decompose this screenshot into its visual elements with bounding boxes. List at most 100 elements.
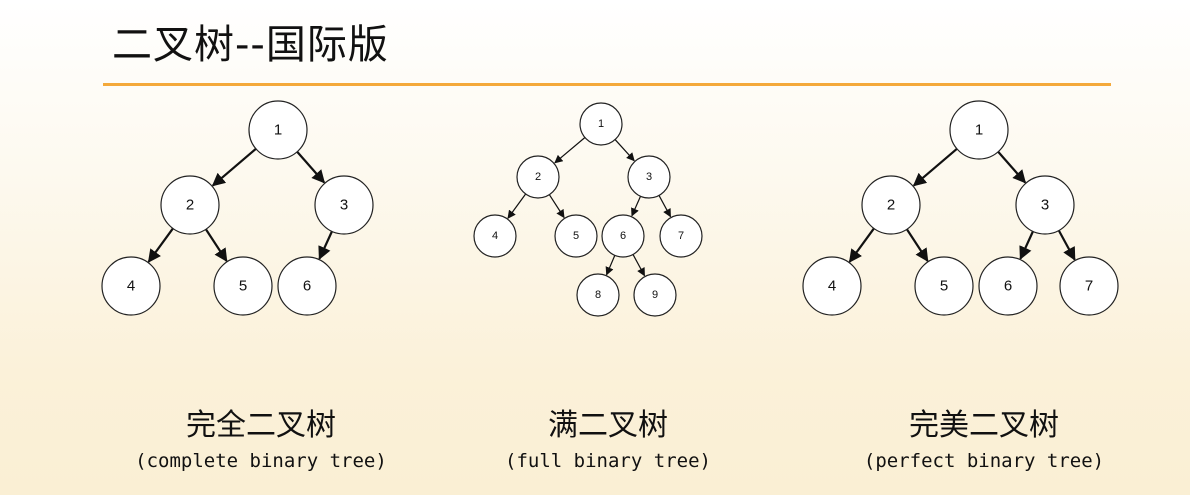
perfect-binary-tree: 1 2 3 4 5 6 7: [802, 100, 1119, 316]
caption-complete: 完全二叉树 (complete binary tree): [71, 408, 451, 472]
node-label: 8: [595, 289, 601, 301]
edge-2-5: [905, 228, 929, 263]
tree-node-3: 3: [627, 155, 671, 199]
tree-node-3: 3: [1015, 175, 1075, 235]
node-label: 7: [1085, 278, 1093, 295]
edge-1-2: [912, 147, 958, 187]
caption-perfect-en: (perfect binary tree): [863, 450, 1105, 472]
tree-node-1: 1: [248, 100, 308, 160]
node-circle: [861, 175, 921, 235]
tree-node-2: 2: [160, 175, 220, 235]
node-circle: [633, 273, 677, 317]
node-circle: [601, 214, 645, 258]
edge-6-9: [632, 254, 646, 277]
node-label: 6: [303, 278, 311, 295]
tree-node-2: 2: [516, 155, 560, 199]
node-circle: [949, 100, 1009, 160]
edge-3-7: [1057, 229, 1076, 261]
tree-node-7: 7: [1059, 256, 1119, 316]
tree-node-7: 7: [659, 214, 703, 258]
node-label: 2: [535, 171, 541, 183]
node-circle: [516, 155, 560, 199]
node-label: 4: [492, 230, 498, 242]
edge-3-6: [318, 230, 333, 260]
node-circle: [277, 256, 337, 316]
node-label: 3: [340, 197, 348, 214]
node-circle: [1015, 175, 1075, 235]
edge-1-3: [614, 139, 635, 162]
tree-node-2: 2: [861, 175, 921, 235]
node-circle: [576, 273, 620, 317]
node-circle: [914, 256, 974, 316]
tree-node-6: 6: [978, 256, 1038, 316]
node-label: 1: [598, 118, 604, 130]
node-label: 5: [239, 278, 247, 295]
complete-binary-tree: 1 2 3 4 5 6: [101, 100, 374, 316]
tree-node-5: 5: [213, 256, 273, 316]
edge-1-2: [554, 137, 586, 164]
node-circle: [213, 256, 273, 316]
node-circle: [579, 102, 623, 146]
node-label: 1: [975, 122, 983, 139]
caption-full: 满二叉树 (full binary tree): [418, 408, 798, 472]
edge-2-5: [548, 194, 565, 219]
caption-full-zh: 满二叉树: [548, 408, 668, 443]
node-circle: [659, 214, 703, 258]
node-label: 4: [127, 278, 135, 295]
node-label: 2: [186, 197, 194, 214]
edge-1-2: [211, 147, 257, 187]
node-label: 1: [274, 122, 282, 139]
title-divider: [103, 83, 1111, 86]
tree-node-4: 4: [101, 256, 161, 316]
node-circle: [978, 256, 1038, 316]
caption-complete-zh: 完全二叉树: [186, 408, 336, 443]
edge-1-3: [296, 151, 326, 184]
edge-1-3: [997, 151, 1027, 184]
node-label: 3: [646, 171, 652, 183]
node-circle: [554, 214, 598, 258]
tree-node-6: 6: [601, 214, 645, 258]
edge-2-4: [848, 227, 875, 263]
caption-perfect-zh: 完美二叉树: [909, 408, 1059, 443]
edge-2-5: [204, 228, 228, 263]
edge-2-4: [147, 227, 174, 263]
tree-node-5: 5: [914, 256, 974, 316]
node-circle: [473, 214, 517, 258]
tree-node-6: 6: [277, 256, 337, 316]
node-label: 9: [652, 289, 658, 301]
tree-node-1: 1: [579, 102, 623, 146]
node-label: 6: [620, 230, 626, 242]
node-circle: [627, 155, 671, 199]
tree-node-8: 8: [576, 273, 620, 317]
tree-node-1: 1: [949, 100, 1009, 160]
node-circle: [1059, 256, 1119, 316]
node-label: 3: [1041, 197, 1049, 214]
edge-6-8: [605, 255, 616, 276]
tree-node-5: 5: [554, 214, 598, 258]
edge-3-7: [658, 195, 672, 218]
tree-node-9: 9: [633, 273, 677, 317]
full-binary-tree: 1 2 3 4 5 6 7 8 9: [473, 102, 703, 317]
node-circle: [248, 100, 308, 160]
node-label: 6: [1004, 278, 1012, 295]
node-label: 5: [940, 278, 948, 295]
node-label: 5: [573, 230, 579, 242]
node-label: 2: [887, 197, 895, 214]
caption-perfect: 完美二叉树 (perfect binary tree): [794, 408, 1174, 472]
tree-node-3: 3: [314, 175, 374, 235]
tree-node-4: 4: [802, 256, 862, 316]
edge-3-6: [1019, 230, 1034, 260]
caption-full-en: (full binary tree): [505, 450, 711, 472]
node-circle: [101, 256, 161, 316]
caption-complete-en: (complete binary tree): [135, 450, 387, 472]
node-circle: [314, 175, 374, 235]
node-label: 4: [828, 278, 836, 295]
edge-2-4: [507, 193, 527, 219]
page-title: 二叉树--国际版: [112, 22, 389, 68]
node-circle: [802, 256, 862, 316]
edge-3-6: [631, 195, 642, 217]
tree-node-4: 4: [473, 214, 517, 258]
node-label: 7: [678, 230, 684, 242]
node-circle: [160, 175, 220, 235]
